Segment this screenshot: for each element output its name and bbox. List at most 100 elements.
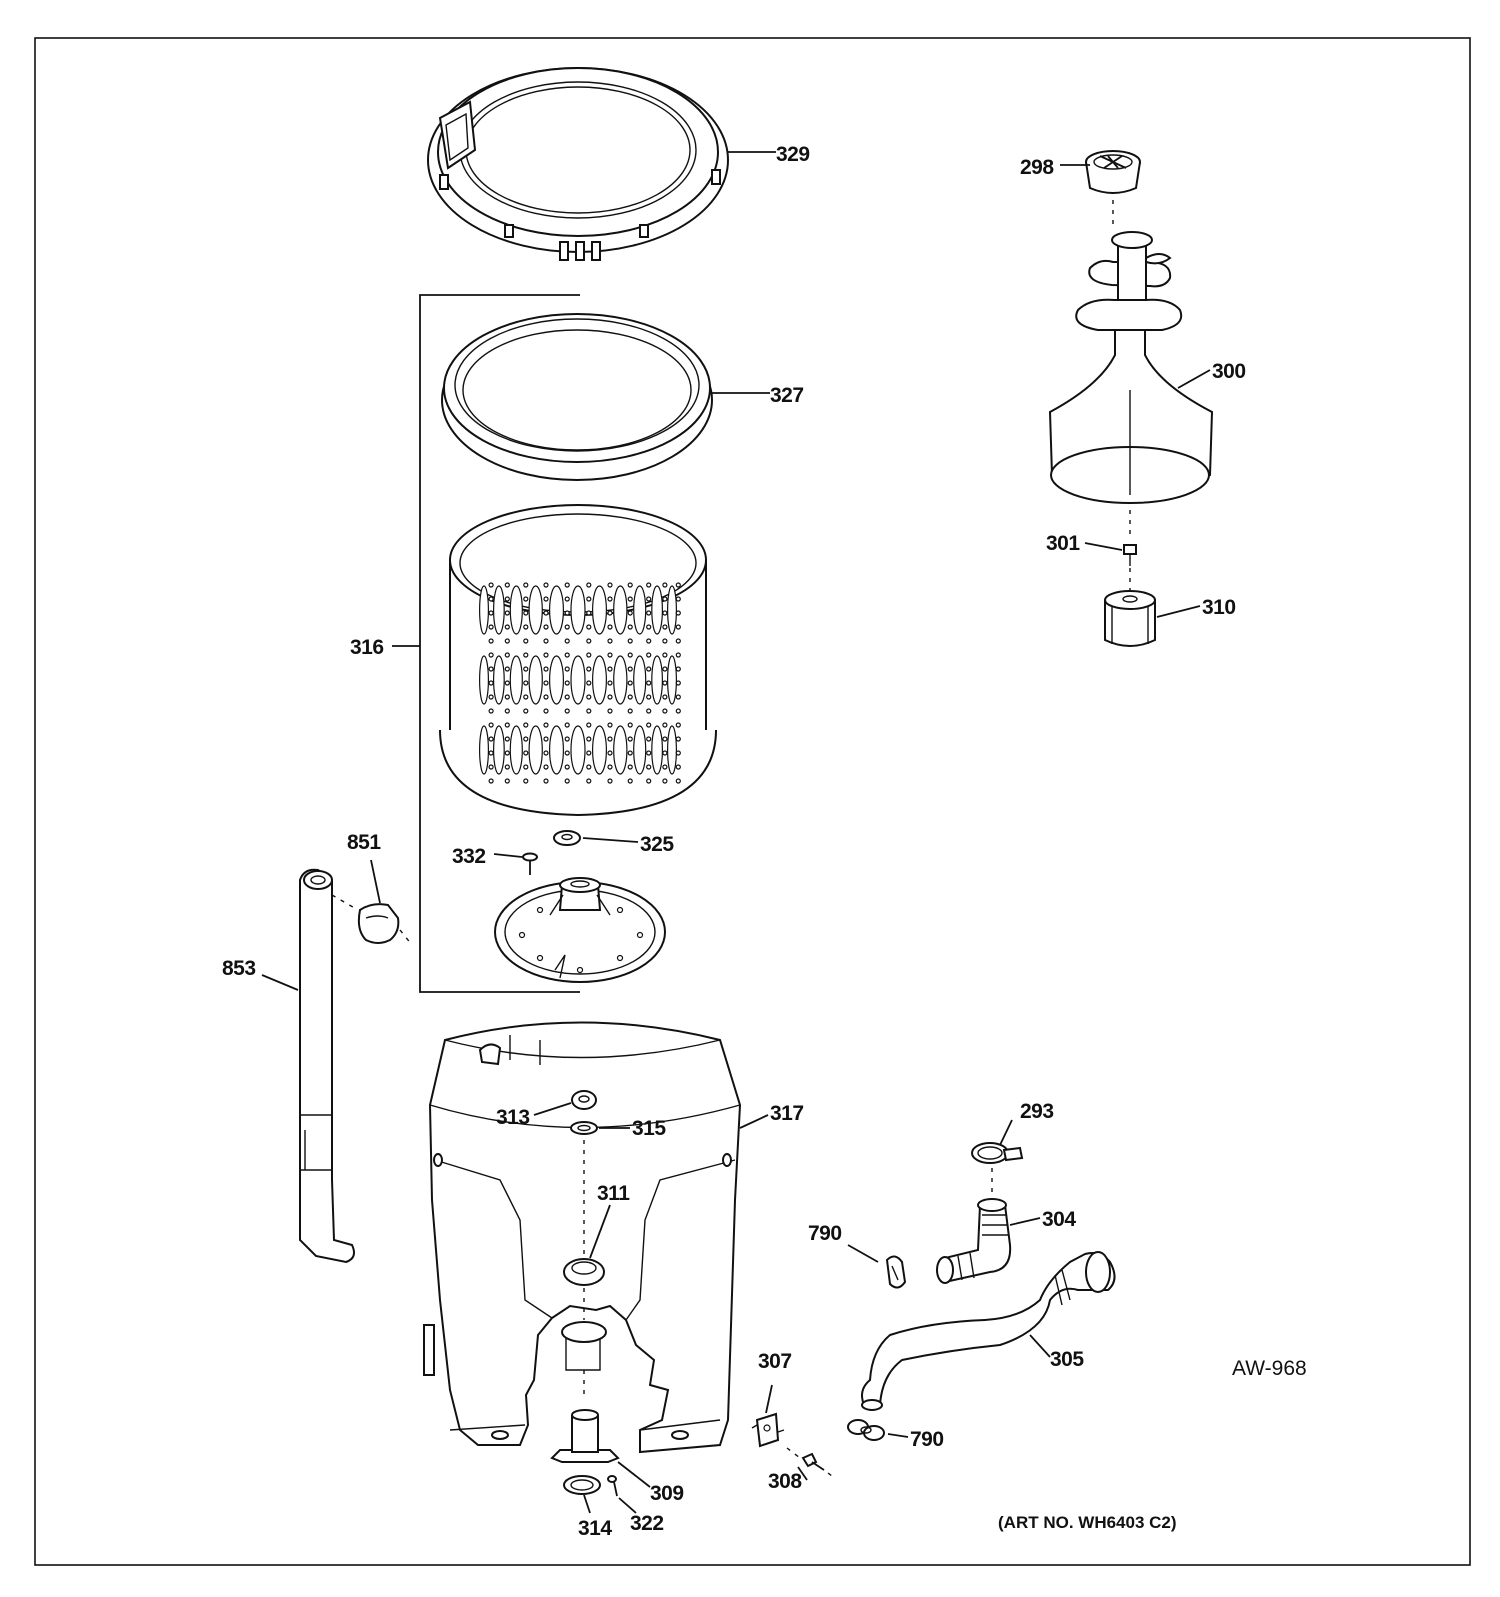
- basket-perforation: [607, 582, 613, 588]
- basket-perforation: [662, 708, 668, 714]
- callout-305: 305: [1050, 1348, 1084, 1371]
- part-853-tube: [299, 868, 355, 1264]
- basket-perforation: [543, 666, 549, 672]
- basket-perforation: [646, 764, 652, 770]
- basket-perforation: [607, 764, 613, 770]
- basket-perforation: [607, 778, 613, 784]
- basket-perforation: [504, 638, 510, 644]
- basket-perforation: [488, 750, 494, 756]
- basket-perforation: [523, 596, 529, 602]
- basket-perforation: [523, 666, 529, 672]
- basket-perforation: [488, 596, 494, 602]
- basket-perforation: [586, 624, 592, 630]
- part-316-wash-basket: [439, 504, 717, 817]
- basket-perforation: [607, 722, 613, 728]
- basket-perforation: [646, 736, 652, 742]
- callout-301: 301: [1046, 532, 1080, 555]
- basket-perforation: [675, 610, 681, 616]
- part-309-flange: [550, 1409, 620, 1463]
- basket-slot: [570, 655, 586, 705]
- basket-perforation: [564, 638, 570, 644]
- basket-perforation: [523, 708, 529, 714]
- basket-perforation: [564, 582, 570, 588]
- basket-perforation: [627, 778, 633, 784]
- basket-perforation: [523, 736, 529, 742]
- basket-perforation: [543, 624, 549, 630]
- basket-perforation: [543, 722, 549, 728]
- basket-perforation: [523, 694, 529, 700]
- part-307-clip: [751, 1412, 785, 1448]
- basket-perforation: [564, 652, 570, 658]
- basket-perforation: [564, 666, 570, 672]
- basket-perforation: [675, 736, 681, 742]
- basket-perforation: [662, 652, 668, 658]
- basket-slot: [633, 655, 647, 705]
- basket-perforation: [523, 680, 529, 686]
- part-790-clamp-lower: [847, 1419, 885, 1441]
- callout-307: 307: [758, 1350, 792, 1373]
- basket-perforation: [627, 708, 633, 714]
- part-300-agitator: [1048, 231, 1214, 504]
- callout-317: 317: [770, 1102, 804, 1125]
- part-325-hub-nut: [553, 830, 581, 846]
- basket-perforation: [564, 596, 570, 602]
- callout-314: 314: [578, 1517, 612, 1540]
- basket-perforation: [523, 778, 529, 784]
- basket-perforation: [662, 680, 668, 686]
- basket-perforation: [488, 610, 494, 616]
- basket-perforation: [646, 624, 652, 630]
- basket-perforation: [504, 582, 510, 588]
- basket-perforation: [586, 694, 592, 700]
- callout-790-lower: 790: [910, 1428, 944, 1451]
- basket-perforation: [586, 680, 592, 686]
- basket-slot: [613, 585, 628, 635]
- callout-316: 316: [350, 636, 384, 659]
- basket-perforation: [564, 624, 570, 630]
- part-311-seal: [563, 1258, 605, 1286]
- callout-313: 313: [496, 1106, 530, 1129]
- basket-slot: [591, 725, 607, 775]
- basket-perforation: [627, 652, 633, 658]
- basket-perforation: [607, 736, 613, 742]
- callout-298: 298: [1020, 156, 1054, 179]
- basket-perforation: [543, 708, 549, 714]
- basket-perforation: [488, 666, 494, 672]
- basket-slot: [570, 585, 586, 635]
- basket-slot: [633, 585, 647, 635]
- basket-perforation: [607, 694, 613, 700]
- basket-perforation: [504, 708, 510, 714]
- basket-perforation: [662, 624, 668, 630]
- basket-perforation: [586, 736, 592, 742]
- basket-perforation: [543, 694, 549, 700]
- basket-slot: [528, 655, 543, 705]
- basket-perforation: [662, 638, 668, 644]
- callout-327: 327: [770, 384, 804, 407]
- part-316-bracket-line: [419, 294, 580, 993]
- basket-perforation: [564, 764, 570, 770]
- basket-perforation: [586, 596, 592, 602]
- basket-slot: [591, 585, 607, 635]
- part-322-screw: [607, 1475, 618, 1497]
- basket-perforation: [504, 596, 510, 602]
- basket-perforation: [662, 750, 668, 756]
- basket-perforation: [543, 750, 549, 756]
- basket-slot: [509, 585, 523, 635]
- basket-perforation: [675, 764, 681, 770]
- basket-perforation: [662, 596, 668, 602]
- basket-perforation: [675, 624, 681, 630]
- part-304-drain-hose: [936, 1198, 1012, 1284]
- basket-perforation: [646, 778, 652, 784]
- callout-329: 329: [776, 143, 810, 166]
- basket-perforation: [504, 736, 510, 742]
- part-hub-plate: [494, 877, 666, 983]
- basket-perforation: [675, 708, 681, 714]
- basket-perforation: [627, 694, 633, 700]
- basket-perforation: [564, 778, 570, 784]
- callout-293: 293: [1020, 1100, 1054, 1123]
- basket-perforation: [523, 638, 529, 644]
- basket-perforation: [675, 582, 681, 588]
- basket-slot: [493, 725, 505, 775]
- basket-perforation: [523, 624, 529, 630]
- part-308-screw: [801, 1452, 825, 1471]
- part-305-pump-hose: [861, 1251, 1116, 1411]
